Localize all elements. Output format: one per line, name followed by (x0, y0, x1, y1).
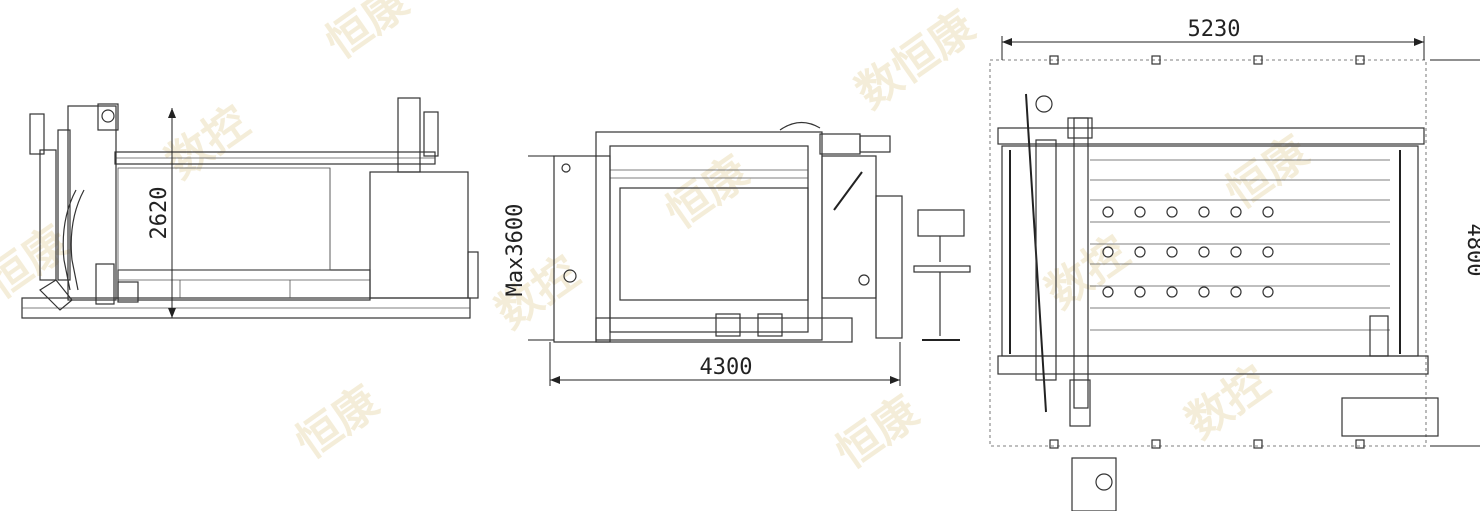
suction-cups (1102, 206, 1274, 298)
dim-label-top-width: 4800 (1462, 224, 1480, 277)
dim-label-front-width: 4300 (700, 355, 753, 380)
watermark-text: 恒康 (1217, 127, 1318, 219)
watermark-text: 恒康 (657, 147, 758, 239)
watermark-text: 恒康 (317, 0, 418, 69)
watermark-text: 恒康 (0, 217, 78, 309)
dim-label-top-length: 5230 (1188, 17, 1241, 42)
top-view: 5230 4800 (989, 17, 1480, 511)
watermark-text: 数恒康 (847, 2, 984, 119)
watermark-text: 恒康 (287, 377, 388, 469)
watermark-layer: 恒康 数控 数恒康 恒康 数控 恒康 恒康 数控 恒康 数控 恒康 (0, 0, 1318, 479)
side-view: 2620 (21, 97, 479, 319)
dim-label-front-height: Max3600 (503, 204, 528, 297)
watermark-text: 数控 (1177, 357, 1278, 449)
watermark-text: 恒康 (827, 387, 928, 479)
dim-label-side-height: 2620 (147, 187, 172, 240)
front-view: Max3600 4300 (503, 121, 971, 386)
